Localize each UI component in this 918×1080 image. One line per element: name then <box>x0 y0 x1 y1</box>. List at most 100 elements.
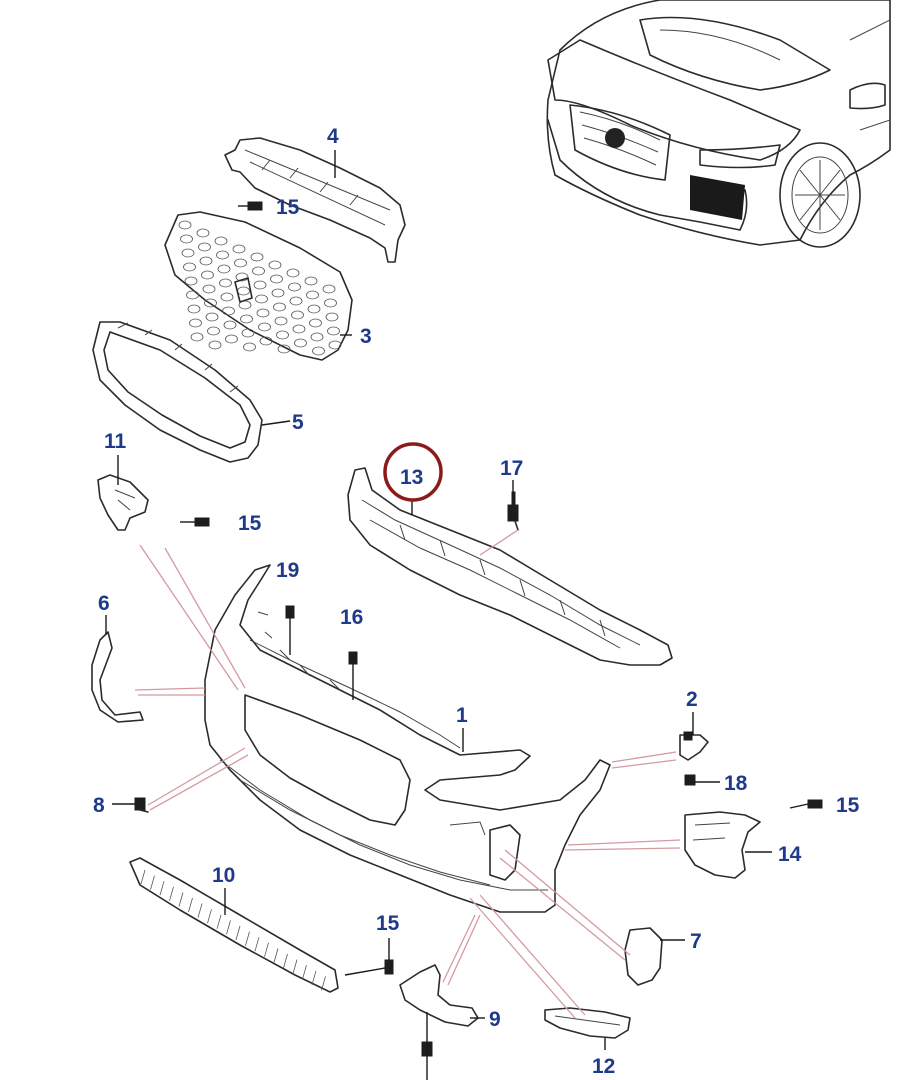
mesh-line <box>321 976 326 991</box>
mesh-cell <box>252 266 265 276</box>
mesh-line <box>292 959 298 974</box>
mesh-cell <box>294 338 307 348</box>
callout-2: 2 <box>686 688 698 711</box>
mesh-line <box>150 875 155 890</box>
callout-16: 16 <box>340 606 363 629</box>
mesh-cell <box>214 236 228 246</box>
mesh-cell <box>220 292 234 302</box>
mesh-cell <box>307 304 321 314</box>
mesh-cell <box>271 288 285 298</box>
callout-18: 18 <box>724 772 748 795</box>
mesh-cell <box>237 286 250 296</box>
mesh-cell <box>207 326 220 336</box>
mesh-cell <box>208 340 222 350</box>
mesh-cell <box>184 276 198 286</box>
part-15-fastener-mid[interactable] <box>180 517 210 527</box>
assembly-lines <box>134 529 681 1019</box>
mesh-cell <box>322 284 336 294</box>
part-15-fastener-upper[interactable] <box>238 201 263 211</box>
mesh-cell <box>187 304 201 314</box>
part-15-fastener-lower[interactable] <box>384 938 394 975</box>
mesh-cell <box>255 294 268 304</box>
part-19-fastener[interactable] <box>285 605 295 655</box>
mesh-cell <box>217 264 231 274</box>
mesh-cell <box>274 316 288 326</box>
mesh-cell <box>304 276 318 286</box>
mesh-cell <box>219 278 232 288</box>
part-8-clip[interactable] <box>134 797 149 813</box>
mesh-line <box>188 897 193 913</box>
mesh-line <box>311 970 317 985</box>
callout-8: 8 <box>93 794 105 817</box>
mesh-cell <box>306 290 319 300</box>
mesh-cell <box>312 346 325 356</box>
mesh-cell <box>183 262 196 272</box>
mesh-line <box>302 965 307 980</box>
mesh-cell <box>324 298 337 308</box>
part-18-screw[interactable] <box>684 774 696 786</box>
mesh-cell <box>250 252 264 262</box>
callout-labels: 4 15 3 5 11 15 13 17 19 16 6 1 2 18 15 1… <box>93 125 860 1078</box>
callout-7: 7 <box>690 930 702 953</box>
mesh-cell <box>288 282 301 292</box>
part-2-bracket[interactable] <box>679 731 709 761</box>
part-17-clip[interactable] <box>507 491 519 531</box>
mesh-cell <box>256 308 270 318</box>
mesh-cell <box>190 332 204 342</box>
mesh-cell <box>232 244 246 254</box>
callout-17: 17 <box>500 457 523 480</box>
fastener-bottom[interactable] <box>421 1012 433 1080</box>
mesh-cell <box>277 344 291 354</box>
callout-15-right: 15 <box>836 794 860 817</box>
mesh-cell <box>268 260 282 270</box>
part-5-grille-surround[interactable] <box>92 321 263 463</box>
highlight-circle <box>383 442 443 502</box>
part-13-bumper-beam[interactable] <box>347 467 673 666</box>
part-11-side-trim[interactable] <box>97 474 149 531</box>
callout-5: 5 <box>292 411 304 434</box>
mesh-cell <box>202 284 216 294</box>
part-15-fastener-right[interactable] <box>789 799 823 809</box>
mesh-cell <box>258 322 271 332</box>
mesh-cell <box>235 272 249 282</box>
part-10-lower-grille[interactable] <box>129 857 339 993</box>
mesh-line <box>283 953 288 969</box>
mesh-cell <box>205 312 219 322</box>
part-7-cover[interactable] <box>624 927 663 986</box>
part-12-trim-strip[interactable] <box>544 1007 631 1039</box>
mesh-cell <box>259 336 273 346</box>
mesh-cell <box>204 298 217 308</box>
part-4-upper-bracket[interactable] <box>224 137 406 263</box>
callout-1: 1 <box>456 704 468 727</box>
part-1-bumper-cover[interactable] <box>204 564 611 913</box>
mesh-cell <box>241 328 255 338</box>
callout-12: 12 <box>592 1055 615 1078</box>
callout-19: 19 <box>276 559 299 582</box>
mesh-cell <box>234 258 247 268</box>
mesh-line <box>216 914 222 929</box>
part-6-bracket[interactable] <box>91 631 144 723</box>
mesh-cell <box>216 250 229 260</box>
callout-6: 6 <box>98 592 110 615</box>
mesh-cell <box>243 342 256 352</box>
part-9-bracket[interactable] <box>399 964 479 1027</box>
mesh-cell <box>310 332 324 342</box>
callout-15-upper: 15 <box>276 196 300 219</box>
mesh-line <box>169 886 174 901</box>
mesh-cell <box>240 314 253 324</box>
callout-4: 4 <box>327 125 339 148</box>
callout-9: 9 <box>489 1008 501 1031</box>
part-16-fastener[interactable] <box>348 651 358 700</box>
mesh-cell <box>196 228 210 238</box>
callout-15-lower: 15 <box>376 912 400 935</box>
mesh-line <box>273 948 279 963</box>
mesh-line <box>226 920 231 935</box>
callout-leaders <box>105 150 772 1050</box>
part-14-air-duct[interactable] <box>684 811 761 879</box>
mesh-cell <box>199 256 213 266</box>
callout-13: 13 <box>400 466 423 489</box>
mesh-cell <box>186 290 199 300</box>
part-3-grille-mesh[interactable] <box>164 211 353 361</box>
mesh-cell <box>198 242 211 252</box>
